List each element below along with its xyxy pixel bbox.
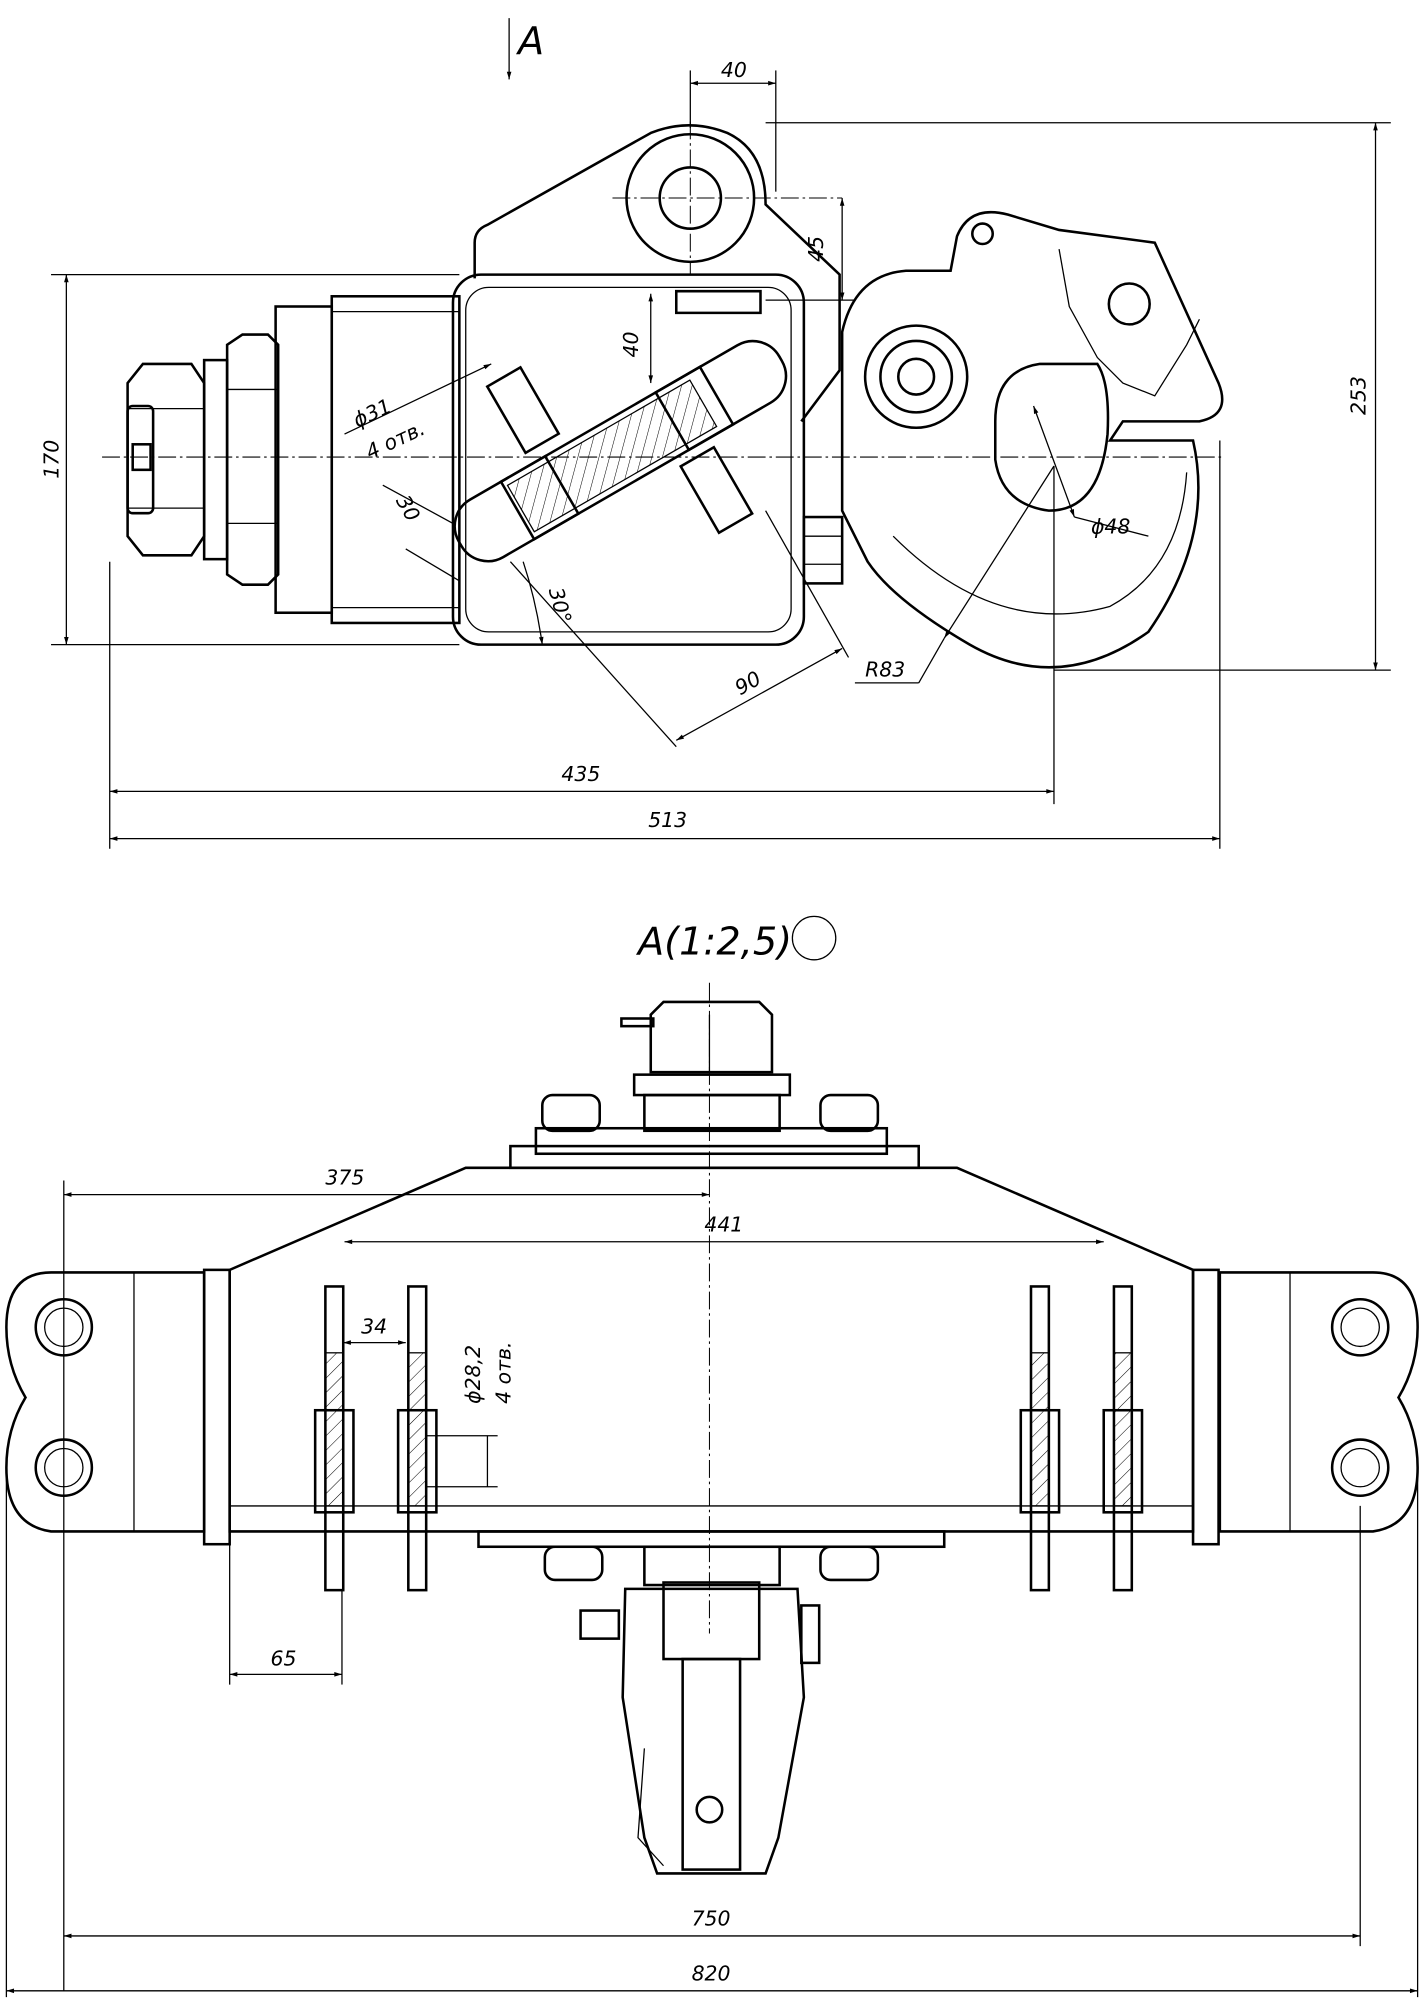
- top-dimensions: 40 45 40 ϕ31 4 отв. 30 30° 90 R83 ϕ48: [40, 58, 1391, 849]
- dim-750: 750: [692, 1907, 731, 1931]
- dim-radius: R83: [865, 658, 905, 682]
- dim-65: 65: [271, 1646, 297, 1670]
- left-end-lug: [5, 1268, 231, 1546]
- top-nut-assembly: [509, 1000, 920, 1170]
- dim-40-top: 40: [721, 58, 747, 82]
- view-title: A(1:2,5): [635, 920, 792, 965]
- lower-hook-assembly: [477, 1530, 946, 1875]
- bottom-view: A(1:2,5): [5, 915, 1419, 1998]
- diagonal-slot: [453, 339, 788, 563]
- body-plate: [451, 273, 806, 646]
- dim-hole-count: 4 отв.: [491, 1341, 515, 1403]
- dim-hole-dia: ϕ31: [349, 394, 395, 432]
- right-end-lug: [1191, 1268, 1419, 1546]
- bolt-head: [802, 515, 844, 585]
- coupling-hook: [840, 210, 1224, 669]
- view-arrow-a: A: [506, 18, 544, 80]
- dim-820: 820: [692, 1962, 731, 1986]
- dim-253: 253: [1346, 376, 1370, 415]
- dim-90: 90: [731, 666, 765, 700]
- upper-bracket: [473, 124, 841, 423]
- bottom-dimensions: 375 441 34 ϕ28,2 4 отв. 65 750 820: [5, 1165, 1419, 1998]
- dim-441: 441: [704, 1213, 743, 1237]
- mounting-plates: [313, 1285, 1144, 1592]
- dim-513: 513: [648, 808, 687, 832]
- flange: [274, 305, 334, 615]
- castle-nut: [126, 333, 280, 586]
- dim-hole-dia: ϕ28,2: [461, 1345, 485, 1404]
- dim-pin-dia: ϕ48: [1091, 515, 1130, 539]
- dim-34: 34: [361, 1315, 387, 1339]
- dim-40-slot: 40: [619, 332, 643, 358]
- spring-housing: [330, 295, 461, 625]
- top-view: A: [40, 18, 1391, 849]
- dim-45: 45: [804, 236, 828, 262]
- rotation-symbol: [791, 915, 837, 961]
- dim-435: 435: [561, 762, 600, 786]
- dim-30: 30: [391, 491, 425, 525]
- view-arrow-label: A: [515, 19, 544, 64]
- dim-angle: 30°: [544, 585, 577, 626]
- dim-170: 170: [40, 440, 64, 479]
- dim-375: 375: [325, 1165, 364, 1189]
